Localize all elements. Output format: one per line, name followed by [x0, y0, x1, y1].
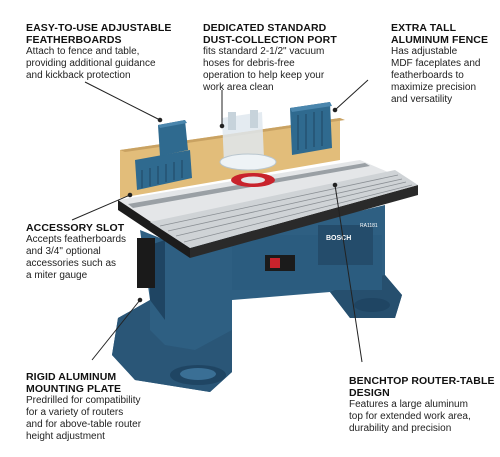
leader-lines: [71, 79, 369, 363]
callout-desc: MDF faceplates and: [391, 58, 481, 69]
callout-desc: and 3/4" optional: [26, 246, 101, 257]
callout-title: DEDICATED STANDARD: [203, 22, 327, 34]
callout-desc: Accepts featherboards: [26, 234, 127, 245]
callout-desc: providing additional guidance: [26, 58, 156, 69]
callout-title: MOUNTING PLATE: [26, 383, 122, 395]
callout-featherboards: EASY-TO-USE ADJUSTABLE FEATHERBOARDS Att…: [26, 22, 196, 82]
brand-label: BOSCH: [326, 235, 351, 242]
callout-mounting-plate: RIGID ALUMINUM MOUNTING PLATE Predrilled…: [26, 371, 196, 443]
featherboard-right: [290, 102, 332, 155]
callout-desc: and kickback protection: [26, 70, 131, 81]
callout-desc: and for above-table router: [26, 419, 142, 430]
callout-desc: Features a large aluminum: [349, 399, 468, 410]
aluminum-table-top: [118, 160, 418, 258]
callout-desc: fits standard 2-1/2" vacuum: [203, 46, 325, 57]
callout-title: EXTRA TALL: [391, 22, 457, 34]
callout-desc: a miter gauge: [26, 270, 88, 281]
callout-desc: height adjustment: [26, 431, 105, 442]
callout-desc: maximize precision: [391, 82, 477, 93]
featherboard-left: [135, 120, 192, 190]
callout-desc: durability and precision: [349, 423, 452, 434]
callout-title: FEATHERBOARDS: [26, 34, 122, 46]
callout-desc: Predrilled for compatibility: [26, 395, 141, 406]
callout-title: DUST-COLLECTION PORT: [203, 34, 337, 46]
model-label: RA1181: [360, 223, 378, 229]
callout-title: EASY-TO-USE ADJUSTABLE: [26, 22, 172, 34]
callout-desc: Attach to fence and table,: [26, 46, 140, 57]
callout-title: ACCESSORY SLOT: [26, 222, 125, 234]
callout-desc: operation to help keep your: [203, 70, 325, 81]
callout-desc: work area clean: [203, 82, 274, 93]
callout-dust-port: DEDICATED STANDARD DUST-COLLECTION PORT …: [203, 22, 353, 94]
callout-desc: and versatility: [391, 94, 453, 105]
callout-title: BENCHTOP ROUTER-TABLE: [349, 375, 495, 387]
callout-title: ALUMINUM FENCE: [391, 34, 489, 46]
callout-desc: hoses for debris-free: [203, 58, 295, 69]
brand-panel: BOSCH RA1181: [318, 223, 378, 265]
callout-title: RIGID ALUMINUM: [26, 371, 117, 383]
callout-desc: top for extended work area,: [349, 411, 471, 422]
callout-desc: Has adjustable: [391, 46, 458, 57]
insert-plate: [231, 173, 275, 187]
callout-fence: EXTRA TALL ALUMINUM FENCE Has adjustable…: [391, 22, 499, 106]
callout-desc: featherboards to: [391, 70, 464, 81]
callout-desc: for a variety of routers: [26, 407, 124, 418]
dust-collection-port: [219, 110, 277, 171]
callout-accessory-slot: ACCESSORY SLOT Accepts featherboards and…: [26, 222, 138, 282]
callout-desc: accessories such as: [26, 258, 117, 269]
callout-title: DESIGN: [349, 387, 390, 399]
callout-benchtop-design: BENCHTOP ROUTER-TABLE DESIGN Features a …: [349, 375, 499, 435]
